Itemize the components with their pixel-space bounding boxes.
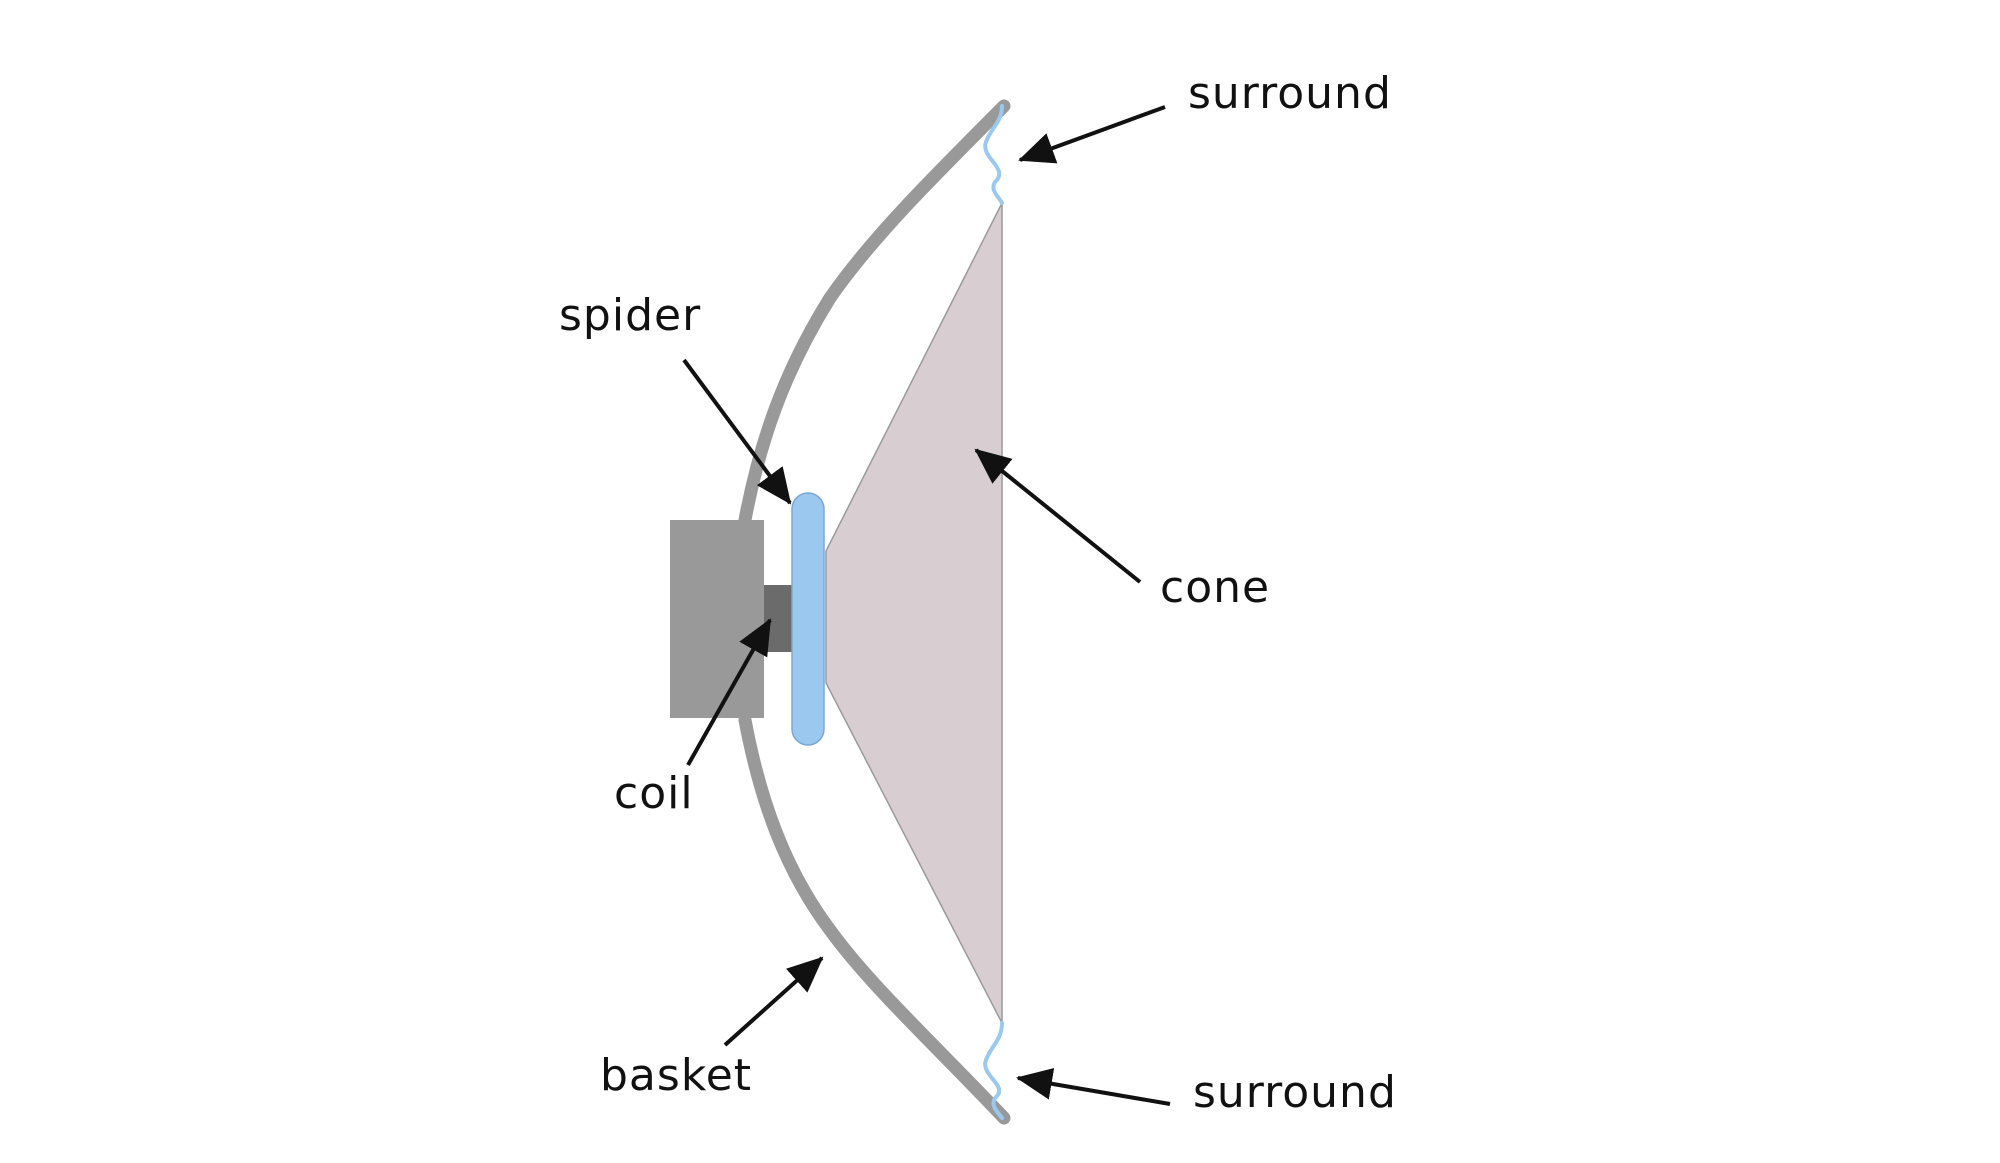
cone-shape <box>825 202 1003 1024</box>
coil-shape <box>764 585 794 652</box>
basket-label: basket <box>600 1050 752 1101</box>
coil-label: coil <box>614 768 694 819</box>
surround-bottom-label: surround <box>1193 1067 1397 1118</box>
spider-arrow <box>682 358 792 505</box>
spider-label: spider <box>559 290 701 341</box>
magnet-block <box>670 520 764 718</box>
surround-bottom-shape <box>983 1021 1004 1120</box>
cone-label: cone <box>1160 562 1270 613</box>
coil-arrow <box>686 618 772 766</box>
cone-arrow <box>974 448 1142 584</box>
surround-bottom-arrow <box>1016 1067 1171 1106</box>
basket-shape <box>738 99 1011 1125</box>
spider-shape <box>791 492 825 746</box>
basket-arrow <box>723 956 824 1047</box>
surround-top-shape <box>983 104 1004 205</box>
surround-top-label: surround <box>1188 68 1392 119</box>
surround-top-arrow <box>1018 105 1166 164</box>
